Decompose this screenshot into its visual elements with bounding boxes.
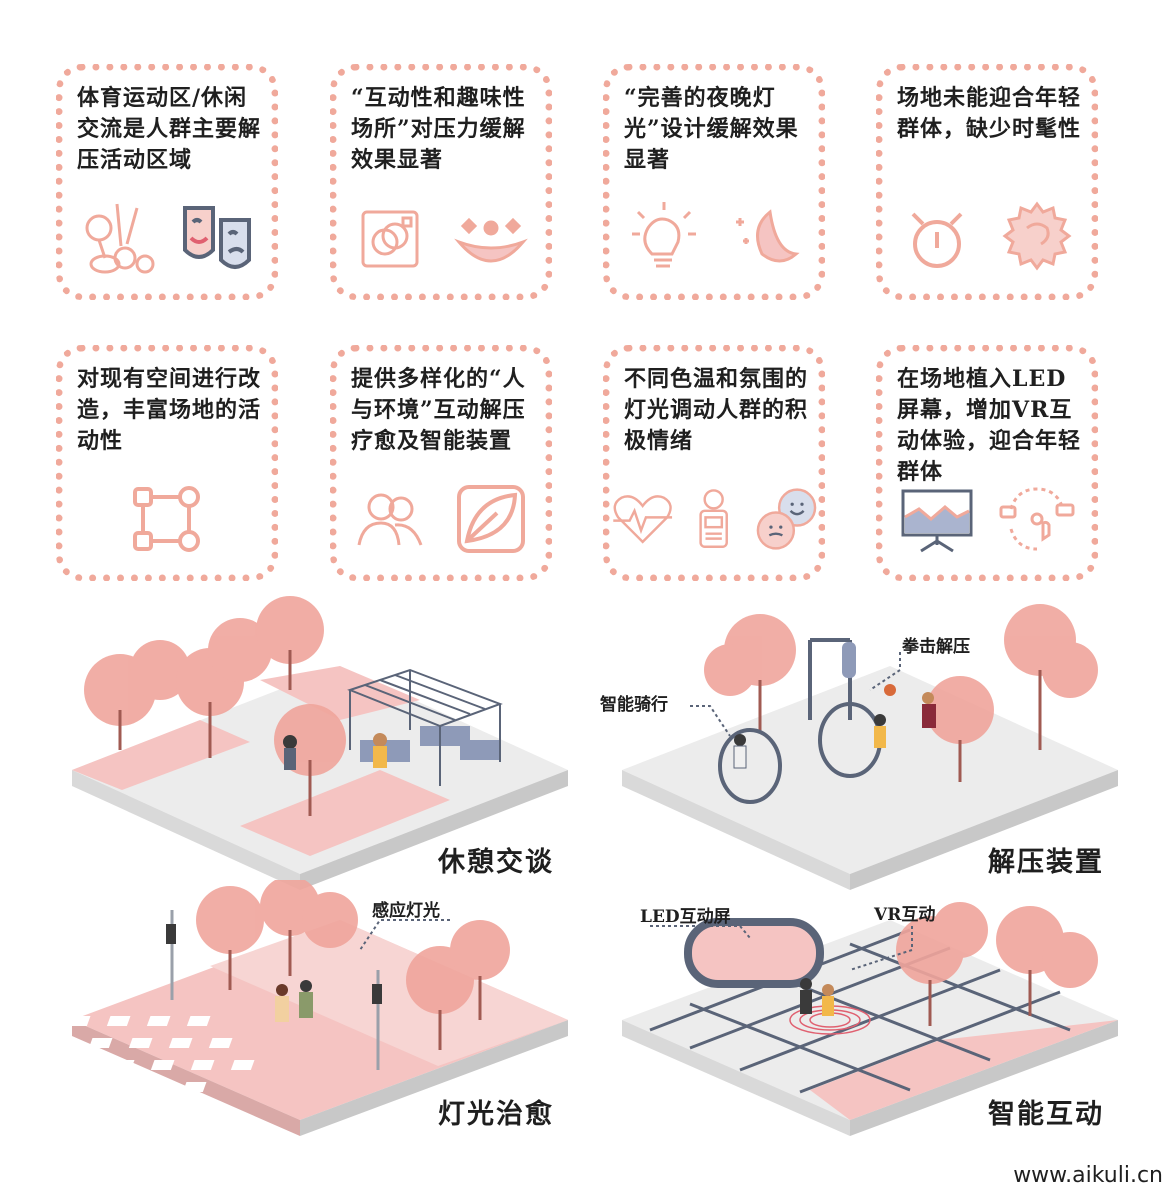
vr-interaction-icon	[999, 487, 1075, 551]
card-text: 不同色温和氛围的灯光调动人群的积极情绪	[624, 366, 809, 454]
card-led-vr: 在场地植入LED屏幕，增加VR互动体验，迎合年轻群体	[876, 345, 1098, 581]
emoji-faces-icon	[756, 488, 816, 550]
callout-smart-cycling: 智能骑行	[600, 695, 668, 715]
callout-lines-smart-interaction	[650, 925, 913, 971]
card-youth-trend: 场地未能迎合年轻群体，缺少时髦性	[876, 64, 1098, 300]
theater-masks-icon	[183, 206, 251, 269]
scene-smart-interaction	[622, 902, 1118, 1136]
card-night-lighting: “完善的夜晚灯光”设计缓解效果显著	[603, 64, 825, 300]
callout-lines-stress-device	[690, 652, 901, 737]
callout-line-sensor-light	[359, 919, 450, 951]
light-bulb-icon	[632, 202, 696, 268]
scene-label-light-healing: 灯光治愈	[438, 1099, 554, 1130]
scene-label-stress-device: 解压装置	[988, 847, 1104, 878]
card-lighting-emotion: 不同色温和氛围的灯光调动人群的积极情绪	[603, 345, 825, 581]
callout-sensor-light: 感应灯光	[372, 901, 440, 921]
interactive-frame-icon	[361, 210, 419, 268]
clown-face-icon	[454, 217, 528, 263]
card-interactive-fun: “互动性和趣味性场所”对压力缓解效果显著	[330, 64, 552, 300]
scene-label-smart-interaction: 智能互动	[988, 1099, 1104, 1130]
card-text: “完善的夜晚灯光”设计缓解效果显著	[624, 85, 799, 173]
scene-rest-chat	[72, 596, 568, 890]
network-nodes-icon	[133, 486, 200, 552]
alarm-clock-icon	[911, 212, 963, 268]
card-text: 场地未能迎合年轻群体，缺少时髦性	[897, 85, 1082, 142]
scene-label-rest-chat: 休憩交谈	[438, 847, 554, 878]
card-text: 体育运动区/休闲交流是人群主要解压活动区域	[77, 85, 262, 173]
heartbeat-icon	[613, 495, 673, 544]
leaf-icon	[457, 485, 525, 553]
scene-light-healing	[66, 880, 568, 1136]
led-screen-chart-icon	[901, 489, 973, 553]
card-text: 提供多样化的“人与环境”互动解压疗愈及智能装置	[351, 366, 526, 454]
people-icon	[357, 493, 423, 546]
card-text: 在场地植入LED屏幕，增加VR互动体验，迎合年轻群体	[897, 366, 1082, 485]
brain-gear-icon	[1002, 201, 1072, 271]
moon-stars-icon	[736, 209, 800, 263]
sports-equipment-icon	[85, 203, 155, 274]
callout-led-screen: LED互动屏	[640, 907, 731, 927]
card-sports-leisure: 体育运动区/休闲交流是人群主要解压活动区域	[56, 64, 278, 300]
callout-boxing: 拳击解压	[902, 637, 970, 657]
card-human-environment: 提供多样化的“人与环境”互动解压疗愈及智能装置	[330, 345, 552, 581]
website-url[interactable]: www.aikuli.cn	[1013, 1163, 1163, 1188]
scene-stress-device	[622, 604, 1118, 890]
card-text: “互动性和趣味性场所”对压力缓解效果显著	[351, 85, 526, 173]
smart-device-icon	[699, 489, 729, 548]
callout-vr-interaction: VR互动	[874, 905, 936, 925]
card-space-renovation: 对现有空间进行改造，丰富场地的活动性	[56, 345, 278, 581]
card-text: 对现有空间进行改造，丰富场地的活动性	[77, 366, 262, 454]
